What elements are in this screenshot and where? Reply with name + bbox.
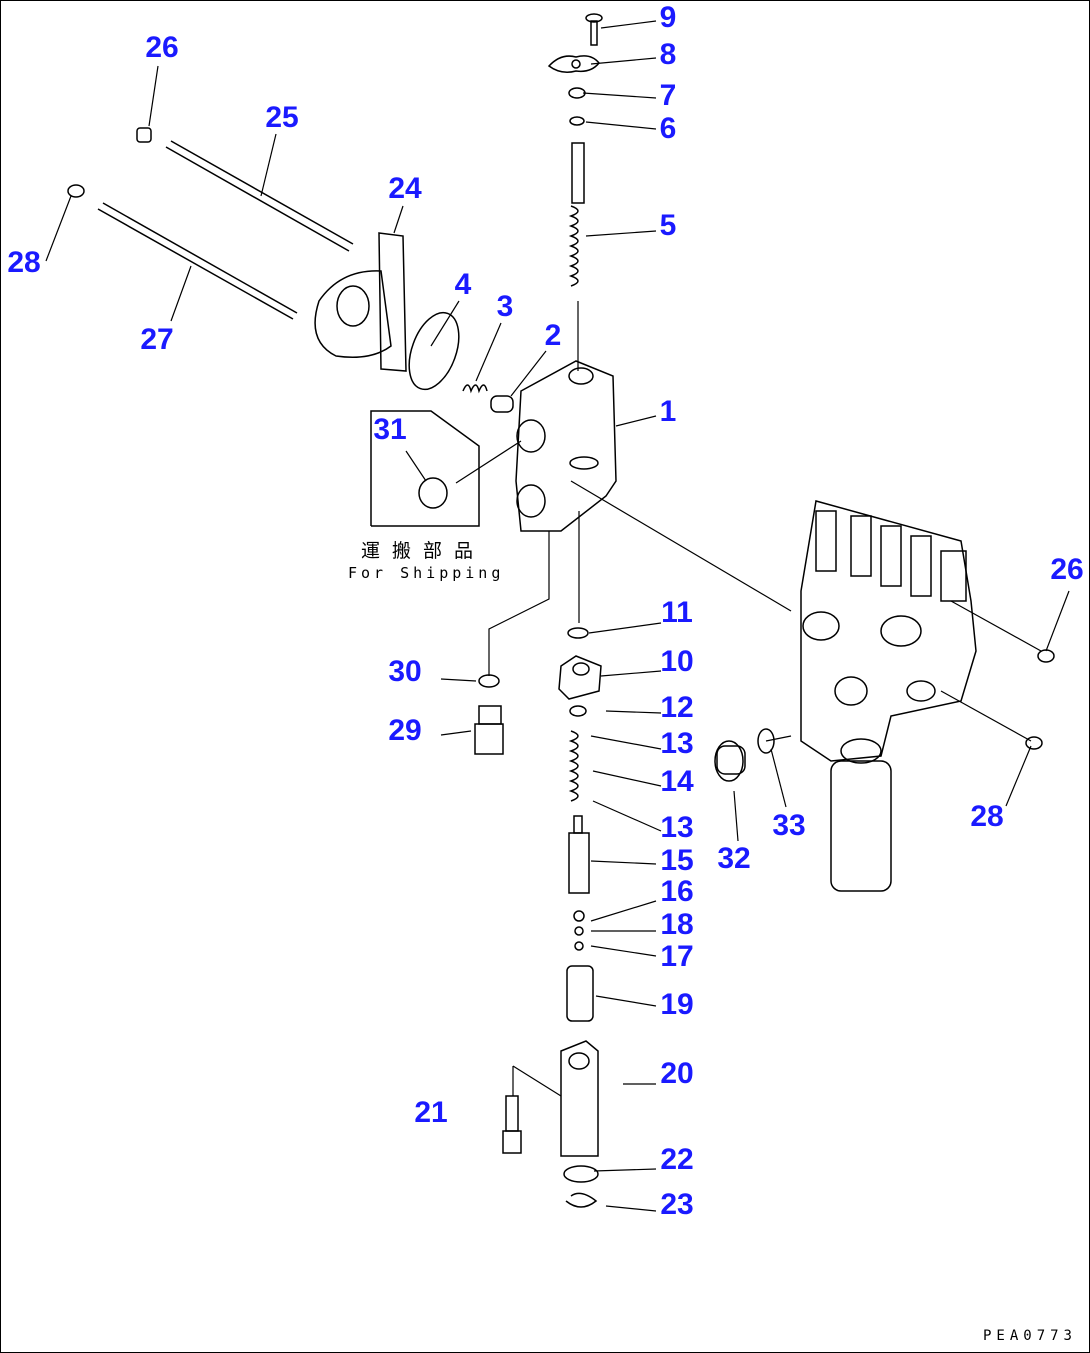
- part-nut: [67, 127, 1055, 750]
- callout-label: 1: [659, 395, 677, 428]
- callout-label: 11: [661, 596, 693, 629]
- callout-label: 31: [373, 413, 407, 446]
- part-seal: [568, 87, 586, 126]
- callout-label: 27: [140, 323, 174, 356]
- part-cover: [314, 232, 407, 372]
- callout-label: 26: [1050, 553, 1084, 586]
- part-o-ring: [408, 311, 460, 391]
- callout-label: 8: [659, 38, 677, 71]
- callout-label: 24: [388, 172, 422, 205]
- part-tie-bolt: [97, 140, 354, 320]
- callout-label: 28: [7, 246, 41, 279]
- callout-label: 3: [496, 290, 514, 323]
- part-snap-rings: [563, 1165, 599, 1208]
- part-cap: [558, 655, 602, 700]
- callout-label: 5: [659, 209, 677, 242]
- callout-label: 15: [660, 844, 694, 877]
- shipping-box: [370, 410, 480, 527]
- callout-label: 19: [660, 988, 694, 1021]
- callout-label: 6: [659, 112, 677, 145]
- part-spring-lower: [568, 730, 579, 802]
- callout-label: 22: [660, 1143, 694, 1176]
- callout-label: 28: [970, 800, 1004, 833]
- part-valve-body: [515, 360, 617, 532]
- callout-label: 17: [660, 940, 694, 973]
- callout-label: 13: [660, 811, 694, 844]
- callout-label: 33: [772, 809, 806, 842]
- callout-label: 7: [659, 79, 677, 112]
- callout-label: 9: [659, 1, 677, 34]
- part-rings: [478, 627, 589, 717]
- callout-label: 29: [388, 714, 422, 747]
- callout-label: 10: [660, 645, 694, 678]
- callout-label: 18: [660, 908, 694, 941]
- part-bolt: [585, 13, 603, 46]
- part-fitting: [474, 705, 504, 755]
- callout-label: 13: [660, 727, 694, 760]
- callout-label: 26: [145, 31, 179, 64]
- callout-label: 14: [660, 765, 694, 798]
- callout-label: 23: [660, 1188, 694, 1221]
- callout-label: 16: [660, 875, 694, 908]
- callout-label: 25: [265, 101, 299, 134]
- callout-label: 30: [388, 655, 422, 688]
- callout-label: 4: [454, 268, 472, 301]
- callout-label: 21: [414, 1096, 448, 1129]
- callout-label: 12: [660, 691, 694, 724]
- part-plate: [547, 55, 600, 73]
- part-plug: [490, 395, 514, 413]
- part-control-valve-assembly: [800, 500, 977, 892]
- drawing-code: PEA0773: [982, 1328, 1077, 1344]
- part-spring-spool: [568, 142, 585, 287]
- callout-label: 2: [544, 319, 562, 352]
- part-o-ring-33: [757, 728, 775, 754]
- part-screw: [502, 1095, 522, 1154]
- part-plug-32: [714, 740, 746, 782]
- part-housing: [560, 1040, 599, 1157]
- callout-label: 32: [717, 842, 751, 875]
- callout-label: 20: [660, 1057, 694, 1090]
- leader-lines: [45, 20, 1070, 1212]
- part-spool-lower: [566, 815, 594, 1022]
- shipping-note-japanese: 運搬部品: [361, 540, 486, 562]
- part-spring-small: [462, 384, 488, 394]
- shipping-note-english: For Shipping: [348, 564, 505, 582]
